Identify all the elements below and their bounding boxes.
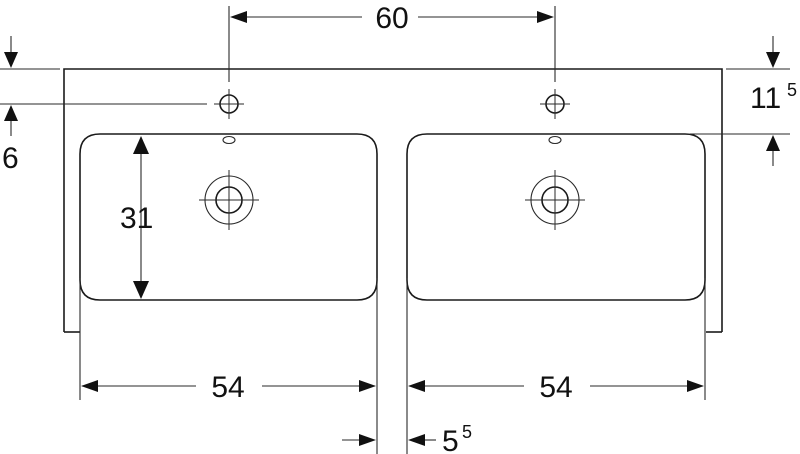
right-basin-outline (406, 133, 706, 301)
right-drain-icon (525, 170, 585, 230)
tap-hole-offset-label: 6 (2, 142, 19, 175)
left-basin-outline (79, 133, 378, 301)
right-basin-width-label: 54 (539, 371, 572, 404)
dimension-left-basin-width: 54 (81, 371, 376, 404)
tap-spacing-label: 60 (375, 2, 408, 35)
dimension-right-basin-width: 54 (408, 371, 704, 404)
dimension-basin-gap: 5 5 (342, 422, 472, 454)
right-tap-hole (540, 89, 570, 119)
basin-gap-label: 5 (442, 425, 459, 454)
dimension-top-to-basin: 11 5 (690, 36, 797, 166)
left-basin-width-label: 54 (211, 371, 244, 404)
dimension-tap-hole-offset: 6 (0, 36, 207, 175)
left-tap-hole (214, 89, 244, 119)
dimension-tap-spacing: 60 (228, 2, 556, 82)
dimension-basin-depth: 31 (120, 136, 153, 299)
top-to-basin-label: 11 (750, 82, 781, 115)
basin-depth-label: 31 (120, 202, 153, 235)
basin-gap-superscript: 5 (462, 422, 472, 442)
countertop-outline (63, 68, 723, 332)
left-overflow-icon (222, 135, 236, 145)
right-overflow-icon (548, 135, 562, 145)
top-to-basin-superscript: 5 (787, 80, 797, 100)
left-drain-icon (199, 170, 259, 230)
